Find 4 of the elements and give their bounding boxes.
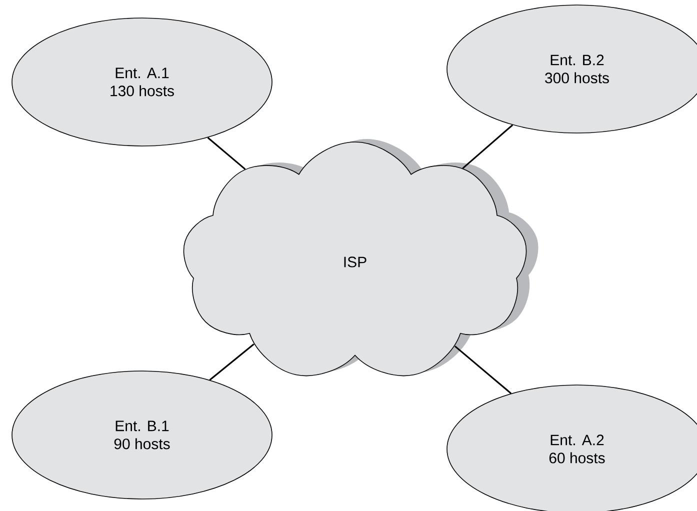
connector-line: [207, 136, 246, 170]
connector-line: [209, 344, 254, 381]
connector-line: [462, 124, 514, 169]
connector-line: [454, 346, 512, 394]
